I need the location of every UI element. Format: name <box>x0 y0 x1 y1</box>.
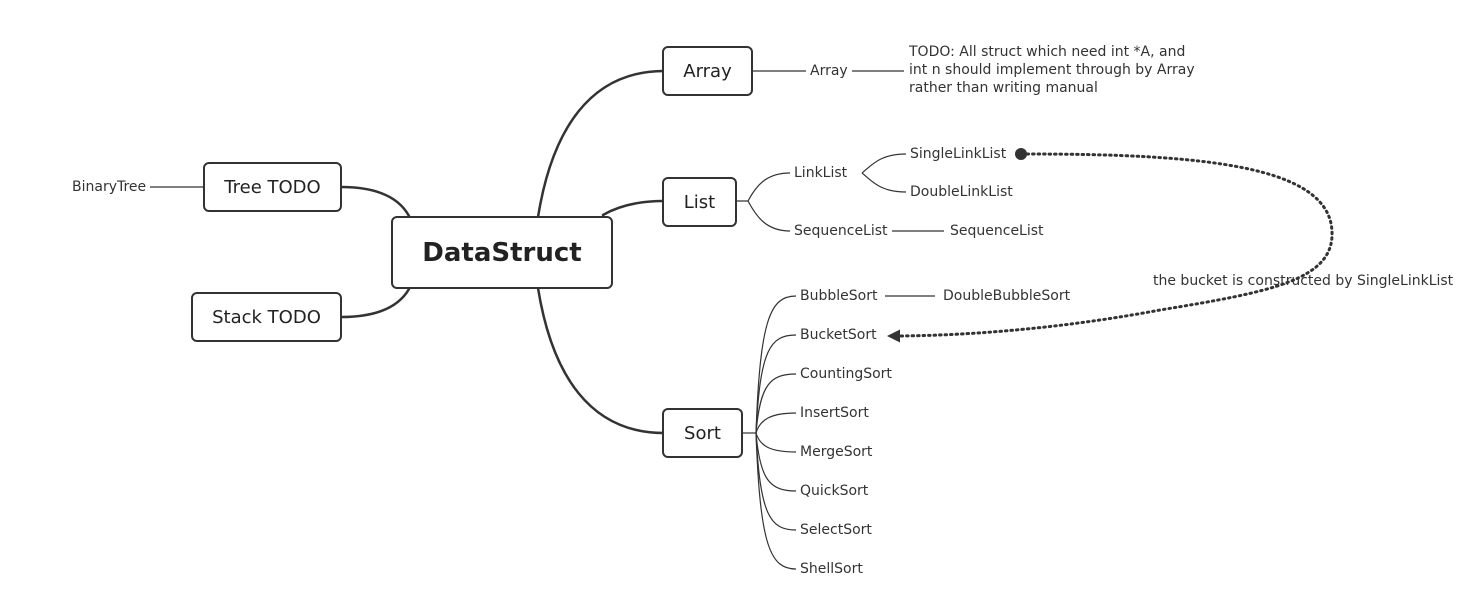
tree-node[interactable]: Tree TODO <box>203 162 342 212</box>
sort-child-selectsort[interactable]: SelectSort <box>800 522 872 538</box>
edge-linklist-double <box>861 172 907 193</box>
edge-list-linklist <box>736 172 791 202</box>
relation-arrowhead <box>887 329 900 343</box>
list-label: List <box>683 191 716 213</box>
note-line-2: int n should implement through by Array <box>909 62 1195 78</box>
array-child-array[interactable]: Array <box>810 63 848 79</box>
array-label: Array <box>683 60 732 82</box>
edge-root-tree <box>339 185 411 218</box>
list-child-sequencelist[interactable]: SequenceList <box>794 223 888 239</box>
relation-start-dot <box>1015 148 1027 160</box>
edge-root-stack <box>339 287 411 319</box>
edge-sort-mergesort <box>755 432 797 453</box>
tree-label: Tree TODO <box>224 176 321 198</box>
edge-sort-bubblesort <box>755 295 797 434</box>
sort-label: Sort <box>684 422 721 444</box>
edge-sort-shellsort <box>755 432 797 570</box>
list-child-linklist[interactable]: LinkList <box>794 165 848 181</box>
sort-child-bucketsort[interactable]: BucketSort <box>800 327 877 343</box>
edge-sort-insertsort <box>755 412 797 434</box>
list-node[interactable]: List <box>662 177 737 227</box>
note-line-1: TODO: All struct which need int *A, and <box>909 44 1186 60</box>
root-label: DataStruct <box>422 237 582 268</box>
relation-arrow <box>887 148 1334 343</box>
array-todo-note: TODO: All struct which need int *A, and … <box>909 43 1209 97</box>
edge-root-sort <box>536 286 666 435</box>
edge-list-sequencelist <box>747 200 791 232</box>
sort-child-quicksort[interactable]: QuickSort <box>800 483 869 499</box>
sort-node[interactable]: Sort <box>662 408 743 458</box>
sequencelist-child-sequencelist[interactable]: SequenceList <box>950 223 1044 239</box>
linklist-child-singlelinklist[interactable]: SingleLinkList <box>910 146 1007 162</box>
sort-child-bubblesort[interactable]: BubbleSort <box>800 288 878 304</box>
edge-sort-quicksort <box>755 432 797 492</box>
stack-node[interactable]: Stack TODO <box>191 292 342 342</box>
edge-linklist-single <box>861 153 907 174</box>
stack-label: Stack TODO <box>212 306 321 328</box>
bubblesort-child-doublebubblesort[interactable]: DoubleBubbleSort <box>943 288 1071 304</box>
root-node[interactable]: DataStruct <box>391 216 613 289</box>
sort-child-shellsort[interactable]: ShellSort <box>800 561 863 577</box>
tree-child-binarytree[interactable]: BinaryTree <box>72 179 147 195</box>
edge-sort-countingsort <box>755 373 797 434</box>
note-line-3: rather than writing manual <box>909 80 1098 96</box>
sort-child-countingsort[interactable]: CountingSort <box>800 366 892 382</box>
linklist-child-doublelinklist[interactable]: DoubleLinkList <box>910 184 1013 200</box>
edge-sort-bucketsort <box>755 334 797 434</box>
array-node[interactable]: Array <box>662 46 753 96</box>
sort-child-mergesort[interactable]: MergeSort <box>800 444 873 460</box>
relation-line <box>898 152 1334 338</box>
sort-child-insertsort[interactable]: InsertSort <box>800 405 869 421</box>
relation-label[interactable]: the bucket is constructed by SingleLinkL… <box>1153 273 1454 289</box>
edge-root-array <box>536 69 666 219</box>
edge-root-list <box>601 199 666 217</box>
